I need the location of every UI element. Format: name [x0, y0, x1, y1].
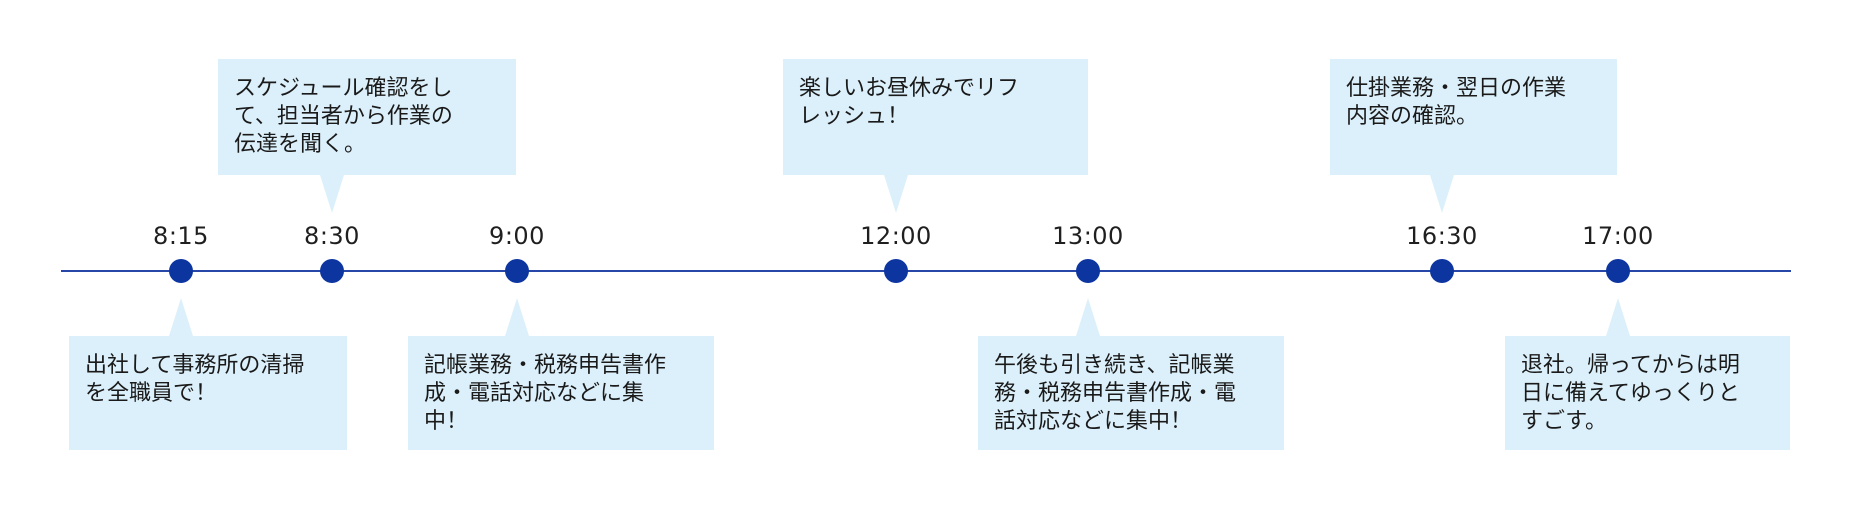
- callout-1630: 仕掛業務・翌日の作業 内容の確認。: [1330, 59, 1617, 175]
- time-label-1700: 17:00: [1582, 222, 1654, 250]
- callout-0830: スケジュール確認をし て、担当者から作業の 伝達を聞く。: [218, 59, 516, 175]
- callout-text-1200: 楽しいお昼休みでリフ レッシュ！: [799, 76, 1020, 129]
- timeline-dot-0815: [169, 259, 193, 283]
- timeline-axis: [61, 270, 1791, 272]
- callout-pointer-1630: [1430, 175, 1454, 213]
- callout-pointer-1700: [1606, 298, 1630, 336]
- time-label-1300: 13:00: [1052, 222, 1124, 250]
- time-label-0815: 8:15: [153, 222, 209, 250]
- callout-pointer-1200: [884, 175, 908, 213]
- time-label-0900: 9:00: [489, 222, 545, 250]
- callout-text-0900: 記帳業務・税務申告書作 成・電話対応などに集 中！: [424, 353, 667, 434]
- callout-text-0815: 出社して事務所の清掃 を全職員で！: [85, 353, 305, 406]
- timeline-dot-0900: [505, 259, 529, 283]
- timeline-dot-1630: [1430, 259, 1454, 283]
- timeline-dot-1700: [1606, 259, 1630, 283]
- callout-0900: 記帳業務・税務申告書作 成・電話対応などに集 中！: [408, 336, 714, 450]
- time-label-0830: 8:30: [304, 222, 360, 250]
- callout-text-1700: 退社。帰ってからは明 日に備えてゆっくりと すごす。: [1521, 353, 1740, 434]
- callout-1300: 午後も引き続き、記帳業 務・税務申告書作成・電 話対応などに集中！: [978, 336, 1284, 450]
- time-label-1630: 16:30: [1406, 222, 1478, 250]
- callout-1200: 楽しいお昼休みでリフ レッシュ！: [783, 59, 1088, 175]
- callout-text-0830: スケジュール確認をし て、担当者から作業の 伝達を聞く。: [234, 76, 453, 157]
- timeline-dot-1300: [1076, 259, 1100, 283]
- callout-pointer-1300: [1076, 298, 1100, 336]
- callout-pointer-0830: [320, 175, 344, 213]
- callout-text-1630: 仕掛業務・翌日の作業 内容の確認。: [1346, 76, 1567, 129]
- callout-pointer-0815: [169, 298, 193, 336]
- callout-0815: 出社して事務所の清掃 を全職員で！: [69, 336, 347, 450]
- callout-text-1300: 午後も引き続き、記帳業 務・税務申告書作成・電 話対応などに集中！: [994, 353, 1237, 434]
- time-label-1200: 12:00: [860, 222, 932, 250]
- callout-pointer-0900: [505, 298, 529, 336]
- callout-1700: 退社。帰ってからは明 日に備えてゆっくりと すごす。: [1505, 336, 1790, 450]
- timeline-dot-1200: [884, 259, 908, 283]
- timeline-dot-0830: [320, 259, 344, 283]
